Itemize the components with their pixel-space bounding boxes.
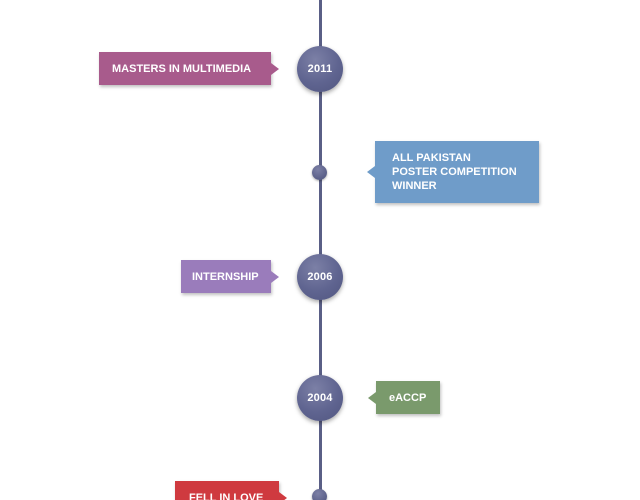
year-node-2004: 2004 — [297, 375, 343, 421]
event-label-fell-in-love: FELL IN LOVE — [175, 481, 287, 500]
event-label-internship: INTERNSHIP — [181, 260, 279, 293]
year-node-2011: 2011 — [297, 46, 343, 92]
timeline-dot — [312, 165, 327, 180]
year-node-2006: 2006 — [297, 254, 343, 300]
event-label-poster-competition: ALL PAKISTAN POSTER COMPETITION WINNER — [367, 141, 539, 203]
year-label: 2006 — [307, 271, 333, 283]
timeline-axis — [319, 0, 322, 500]
event-label-masters: MASTERS IN MULTIMEDIA — [99, 52, 279, 85]
timeline-dot — [312, 489, 327, 500]
event-label-eaccp: eACCP — [368, 381, 440, 414]
year-label: 2011 — [307, 63, 333, 75]
year-label: 2004 — [307, 392, 333, 404]
